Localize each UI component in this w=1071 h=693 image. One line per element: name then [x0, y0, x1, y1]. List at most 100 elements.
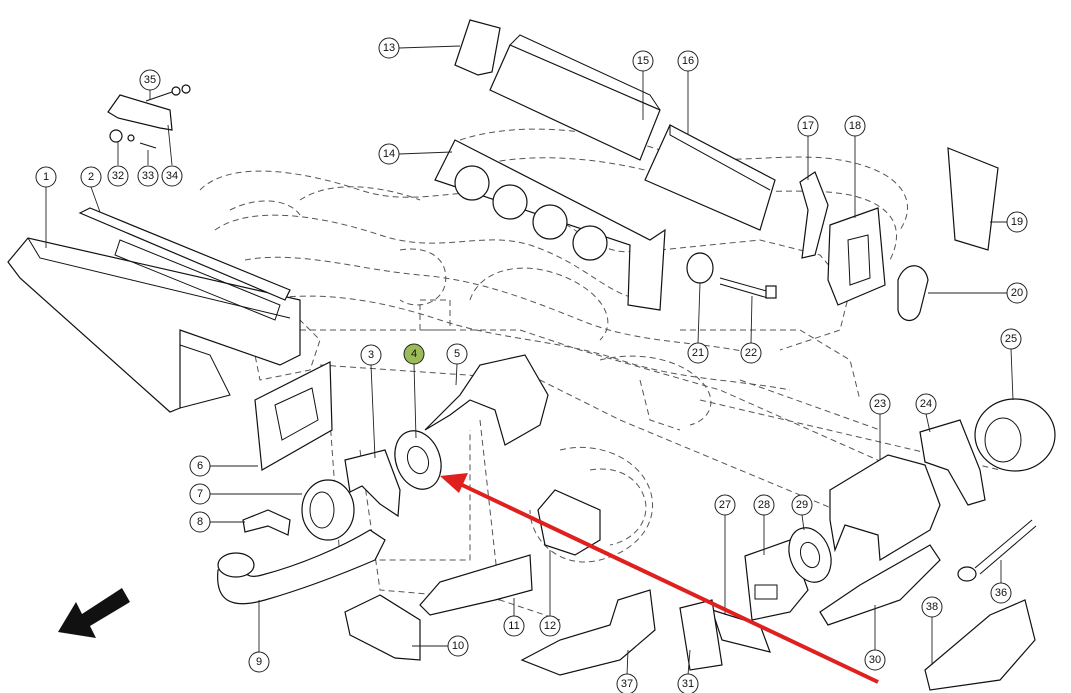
callout-9-label: 9 — [256, 656, 262, 668]
part-29-flange — [788, 527, 832, 583]
callout-30: 30 — [864, 649, 886, 671]
callout-17: 17 — [797, 115, 819, 137]
callout-14: 14 — [378, 143, 400, 165]
callout-28-label: 28 — [758, 499, 770, 511]
callout-38-label: 38 — [926, 601, 938, 613]
callout-16-label: 16 — [682, 55, 694, 67]
callout-29: 29 — [791, 494, 813, 516]
part-3-shield — [344, 449, 401, 518]
part-15-channel — [489, 34, 661, 161]
part-18-plate — [827, 207, 886, 306]
callout-7: 7 — [189, 483, 211, 505]
callout-28: 28 — [753, 494, 775, 516]
callout-33: 33 — [137, 165, 159, 187]
part-5-hood — [424, 354, 549, 446]
callout-15-label: 15 — [637, 55, 649, 67]
callout-21-label: 21 — [692, 347, 704, 359]
part-13-bracket — [454, 19, 501, 76]
callout-24-label: 24 — [920, 398, 932, 410]
callout-38: 38 — [921, 596, 943, 618]
callout-5-label: 5 — [454, 348, 460, 360]
callout-18: 18 — [844, 115, 866, 137]
callout-10-label: 10 — [452, 640, 464, 652]
part-37-bracket — [520, 589, 656, 676]
red-arrow-pointing-to-part-4 — [440, 473, 879, 684]
callout-27-label: 27 — [719, 499, 731, 511]
callout-6-label: 6 — [197, 460, 203, 472]
part-31-plate — [679, 599, 723, 671]
callout-20: 20 — [1006, 282, 1028, 304]
leader-lines — [45, 45, 1014, 676]
part-8-clip — [242, 509, 291, 536]
part-1-duct — [7, 237, 301, 413]
callout-23-label: 23 — [874, 398, 886, 410]
callout-33-label: 33 — [142, 170, 154, 182]
callout-24: 24 — [915, 393, 937, 415]
part-9-pipe — [217, 529, 386, 605]
part-22-bolt — [719, 277, 777, 299]
callout-14-label: 14 — [383, 148, 395, 160]
part-14-panel — [434, 139, 666, 311]
part-2-rail — [78, 207, 291, 321]
callout-12: 12 — [539, 615, 561, 637]
part-19-plate — [947, 147, 999, 251]
callout-20-label: 20 — [1011, 287, 1023, 299]
part-24-plate — [919, 419, 986, 506]
callout-17-label: 17 — [802, 120, 814, 132]
callout-37: 37 — [616, 673, 638, 693]
callout-19: 19 — [1006, 211, 1028, 233]
callout-10: 10 — [447, 635, 469, 657]
part-17-bracket — [799, 171, 829, 259]
callout-8: 8 — [189, 511, 211, 533]
callout-37-label: 37 — [621, 678, 633, 690]
part-16-channel — [644, 124, 776, 231]
callout-12-label: 12 — [544, 620, 556, 632]
callout-31-label: 31 — [682, 678, 694, 690]
callout-1-label: 1 — [43, 171, 49, 183]
callout-13: 13 — [378, 37, 400, 59]
callout-2: 2 — [80, 166, 102, 188]
black-direction-arrow — [58, 588, 130, 638]
callout-35-label: 35 — [144, 74, 156, 86]
callout-6: 6 — [189, 455, 211, 477]
part-36-bolt — [957, 519, 1037, 582]
callout-16: 16 — [677, 50, 699, 72]
callout-13-label: 13 — [383, 42, 395, 54]
callout-1: 1 — [35, 166, 57, 188]
callout-labels: 1 2 3 4 5 6 7 8 9 10 11 12 13 14 15 16 1… — [35, 37, 1028, 693]
callout-7-label: 7 — [197, 488, 203, 500]
callout-21: 21 — [687, 342, 709, 364]
part-4-flange — [394, 430, 442, 490]
callout-31: 31 — [677, 673, 699, 693]
callout-30-label: 30 — [869, 654, 881, 666]
part-7-bellows — [301, 479, 355, 541]
parts-32-35-hardware — [107, 84, 191, 149]
part-25-bellows — [974, 398, 1056, 472]
callout-32: 32 — [107, 165, 129, 187]
callout-29-label: 29 — [796, 499, 808, 511]
callout-18-label: 18 — [849, 120, 861, 132]
callout-5: 5 — [446, 343, 468, 365]
part-21-disc — [686, 252, 714, 284]
callout-22-label: 22 — [745, 347, 757, 359]
callout-11-label: 11 — [508, 620, 519, 632]
part-10-bracket — [344, 594, 421, 661]
callout-19-label: 19 — [1011, 216, 1023, 228]
callout-8-label: 8 — [197, 516, 203, 528]
callout-36: 36 — [990, 582, 1012, 604]
part-11-bracket — [419, 554, 533, 616]
part-12-bracket — [537, 489, 601, 556]
callout-25: 25 — [1000, 328, 1022, 350]
part-30-rail — [819, 544, 941, 626]
callout-4: 4 — [403, 343, 425, 365]
callout-3: 3 — [360, 344, 382, 366]
callout-27: 27 — [714, 494, 736, 516]
part-23-hood — [829, 454, 941, 562]
part-20-belt — [897, 265, 929, 321]
callout-34-label: 34 — [166, 170, 178, 182]
callout-22: 22 — [740, 342, 762, 364]
callout-3-label: 3 — [368, 349, 374, 361]
callout-11: 11 — [503, 615, 525, 637]
